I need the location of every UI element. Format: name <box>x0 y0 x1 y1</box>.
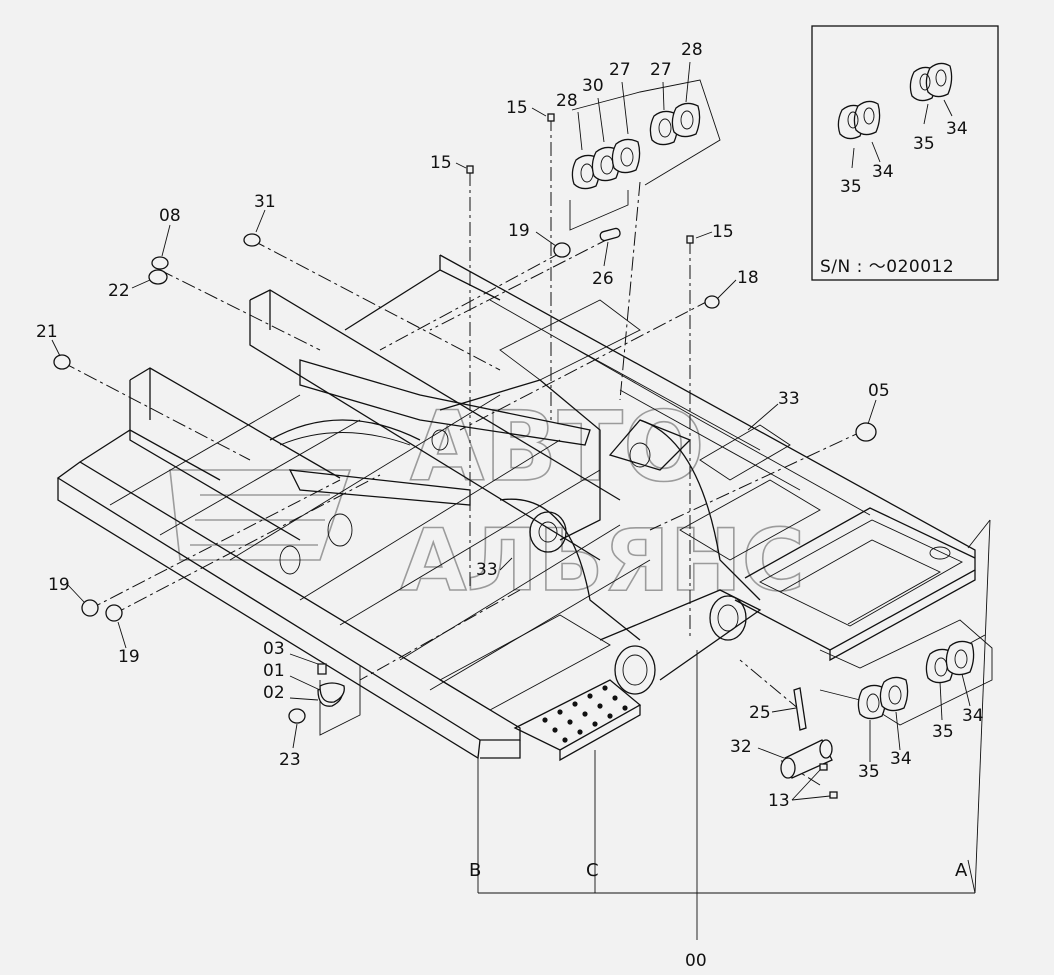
part-31-seal <box>243 233 261 247</box>
label-05: 05 <box>868 381 890 401</box>
label-27-top-right: 27 <box>650 60 672 80</box>
part-23-plug <box>288 708 306 724</box>
part-15-fitting-a <box>466 165 474 174</box>
part-08-ring <box>151 256 169 270</box>
part-15-fitting-c <box>686 235 694 244</box>
label-02: 02 <box>263 683 285 703</box>
part-01-cover <box>319 682 345 703</box>
watermark-line1: АВТО <box>410 391 705 503</box>
inset-shim-pair-1 <box>837 100 881 140</box>
label-33-right: 33 <box>778 389 800 409</box>
label-30: 30 <box>582 76 604 96</box>
label-22: 22 <box>108 281 130 301</box>
label-34-inset-b: 34 <box>946 119 968 139</box>
part-05-ring <box>855 422 877 442</box>
label-21: 21 <box>36 322 58 342</box>
watermark-line2: АЛЬЯНС <box>400 511 805 611</box>
label-leaders <box>51 61 971 801</box>
watermark: АВТО АЛЬЯНС <box>169 390 806 612</box>
part-32-pin <box>780 739 833 779</box>
part-26-plug <box>599 227 621 242</box>
serial-inset: S/N : ～020012 35 34 35 34 <box>811 25 999 281</box>
group-lines <box>319 79 993 940</box>
loose-parts <box>53 102 975 799</box>
inset-shim-pair-2 <box>909 62 953 102</box>
part-labels: 31 08 22 21 15 15 15 19 26 18 05 33 33 2… <box>36 40 984 971</box>
step-plate-holes <box>542 685 628 743</box>
upper-frame <box>56 254 976 762</box>
ref-label-c: C <box>586 860 599 881</box>
label-35-bottom: 35 <box>858 762 880 782</box>
part-19-seal-left <box>81 599 99 617</box>
label-15-a: 15 <box>430 153 452 173</box>
label-19-top: 19 <box>508 221 530 241</box>
part-19-seal-top <box>553 242 571 258</box>
part-15-fitting-b <box>547 113 555 122</box>
label-01: 01 <box>263 661 285 681</box>
label-00: 00 <box>685 951 707 971</box>
label-35-inset: 35 <box>840 177 862 197</box>
label-13: 13 <box>768 791 790 811</box>
label-26: 26 <box>592 269 614 289</box>
shim-stack-top <box>571 138 641 190</box>
label-33-center: 33 <box>476 560 498 580</box>
label-28-top: 28 <box>556 91 578 111</box>
serial-number: S/N : ～020012 <box>820 257 954 277</box>
ref-label-b: B <box>469 860 481 881</box>
label-25: 25 <box>749 703 771 723</box>
label-34-inset: 34 <box>872 162 894 182</box>
shim-stack-bottom <box>857 640 975 720</box>
shim-stack-top-right <box>649 102 701 146</box>
part-22-ring <box>148 269 168 285</box>
label-19-left-b: 19 <box>118 647 140 667</box>
label-18: 18 <box>737 268 759 288</box>
part-13-fitting-a <box>819 763 828 771</box>
label-35-inset-b: 35 <box>913 134 935 154</box>
part-18-seal <box>704 295 720 309</box>
label-34-bottom: 34 <box>890 749 912 769</box>
label-15-c: 15 <box>712 222 734 242</box>
part-25-bolt <box>793 687 807 731</box>
watermark-logo-icon <box>169 469 352 561</box>
label-08: 08 <box>159 206 181 226</box>
label-32: 32 <box>730 737 752 757</box>
label-23: 23 <box>279 750 301 770</box>
part-19-seal-left-b <box>105 604 123 622</box>
part-13-fitting-b <box>829 791 838 799</box>
ref-label-a: A <box>955 860 968 881</box>
label-31: 31 <box>254 192 276 212</box>
label-27-top: 27 <box>609 60 631 80</box>
label-35-bottom-b: 35 <box>932 722 954 742</box>
part-03-bolt <box>317 663 327 675</box>
leader-lines <box>61 117 866 786</box>
label-15-b: 15 <box>506 98 528 118</box>
label-28-top-right: 28 <box>681 40 703 60</box>
label-03: 03 <box>263 639 285 659</box>
label-34-bottom-b: 34 <box>962 706 984 726</box>
part-21-seal <box>53 354 71 370</box>
label-19-left: 19 <box>48 575 70 595</box>
